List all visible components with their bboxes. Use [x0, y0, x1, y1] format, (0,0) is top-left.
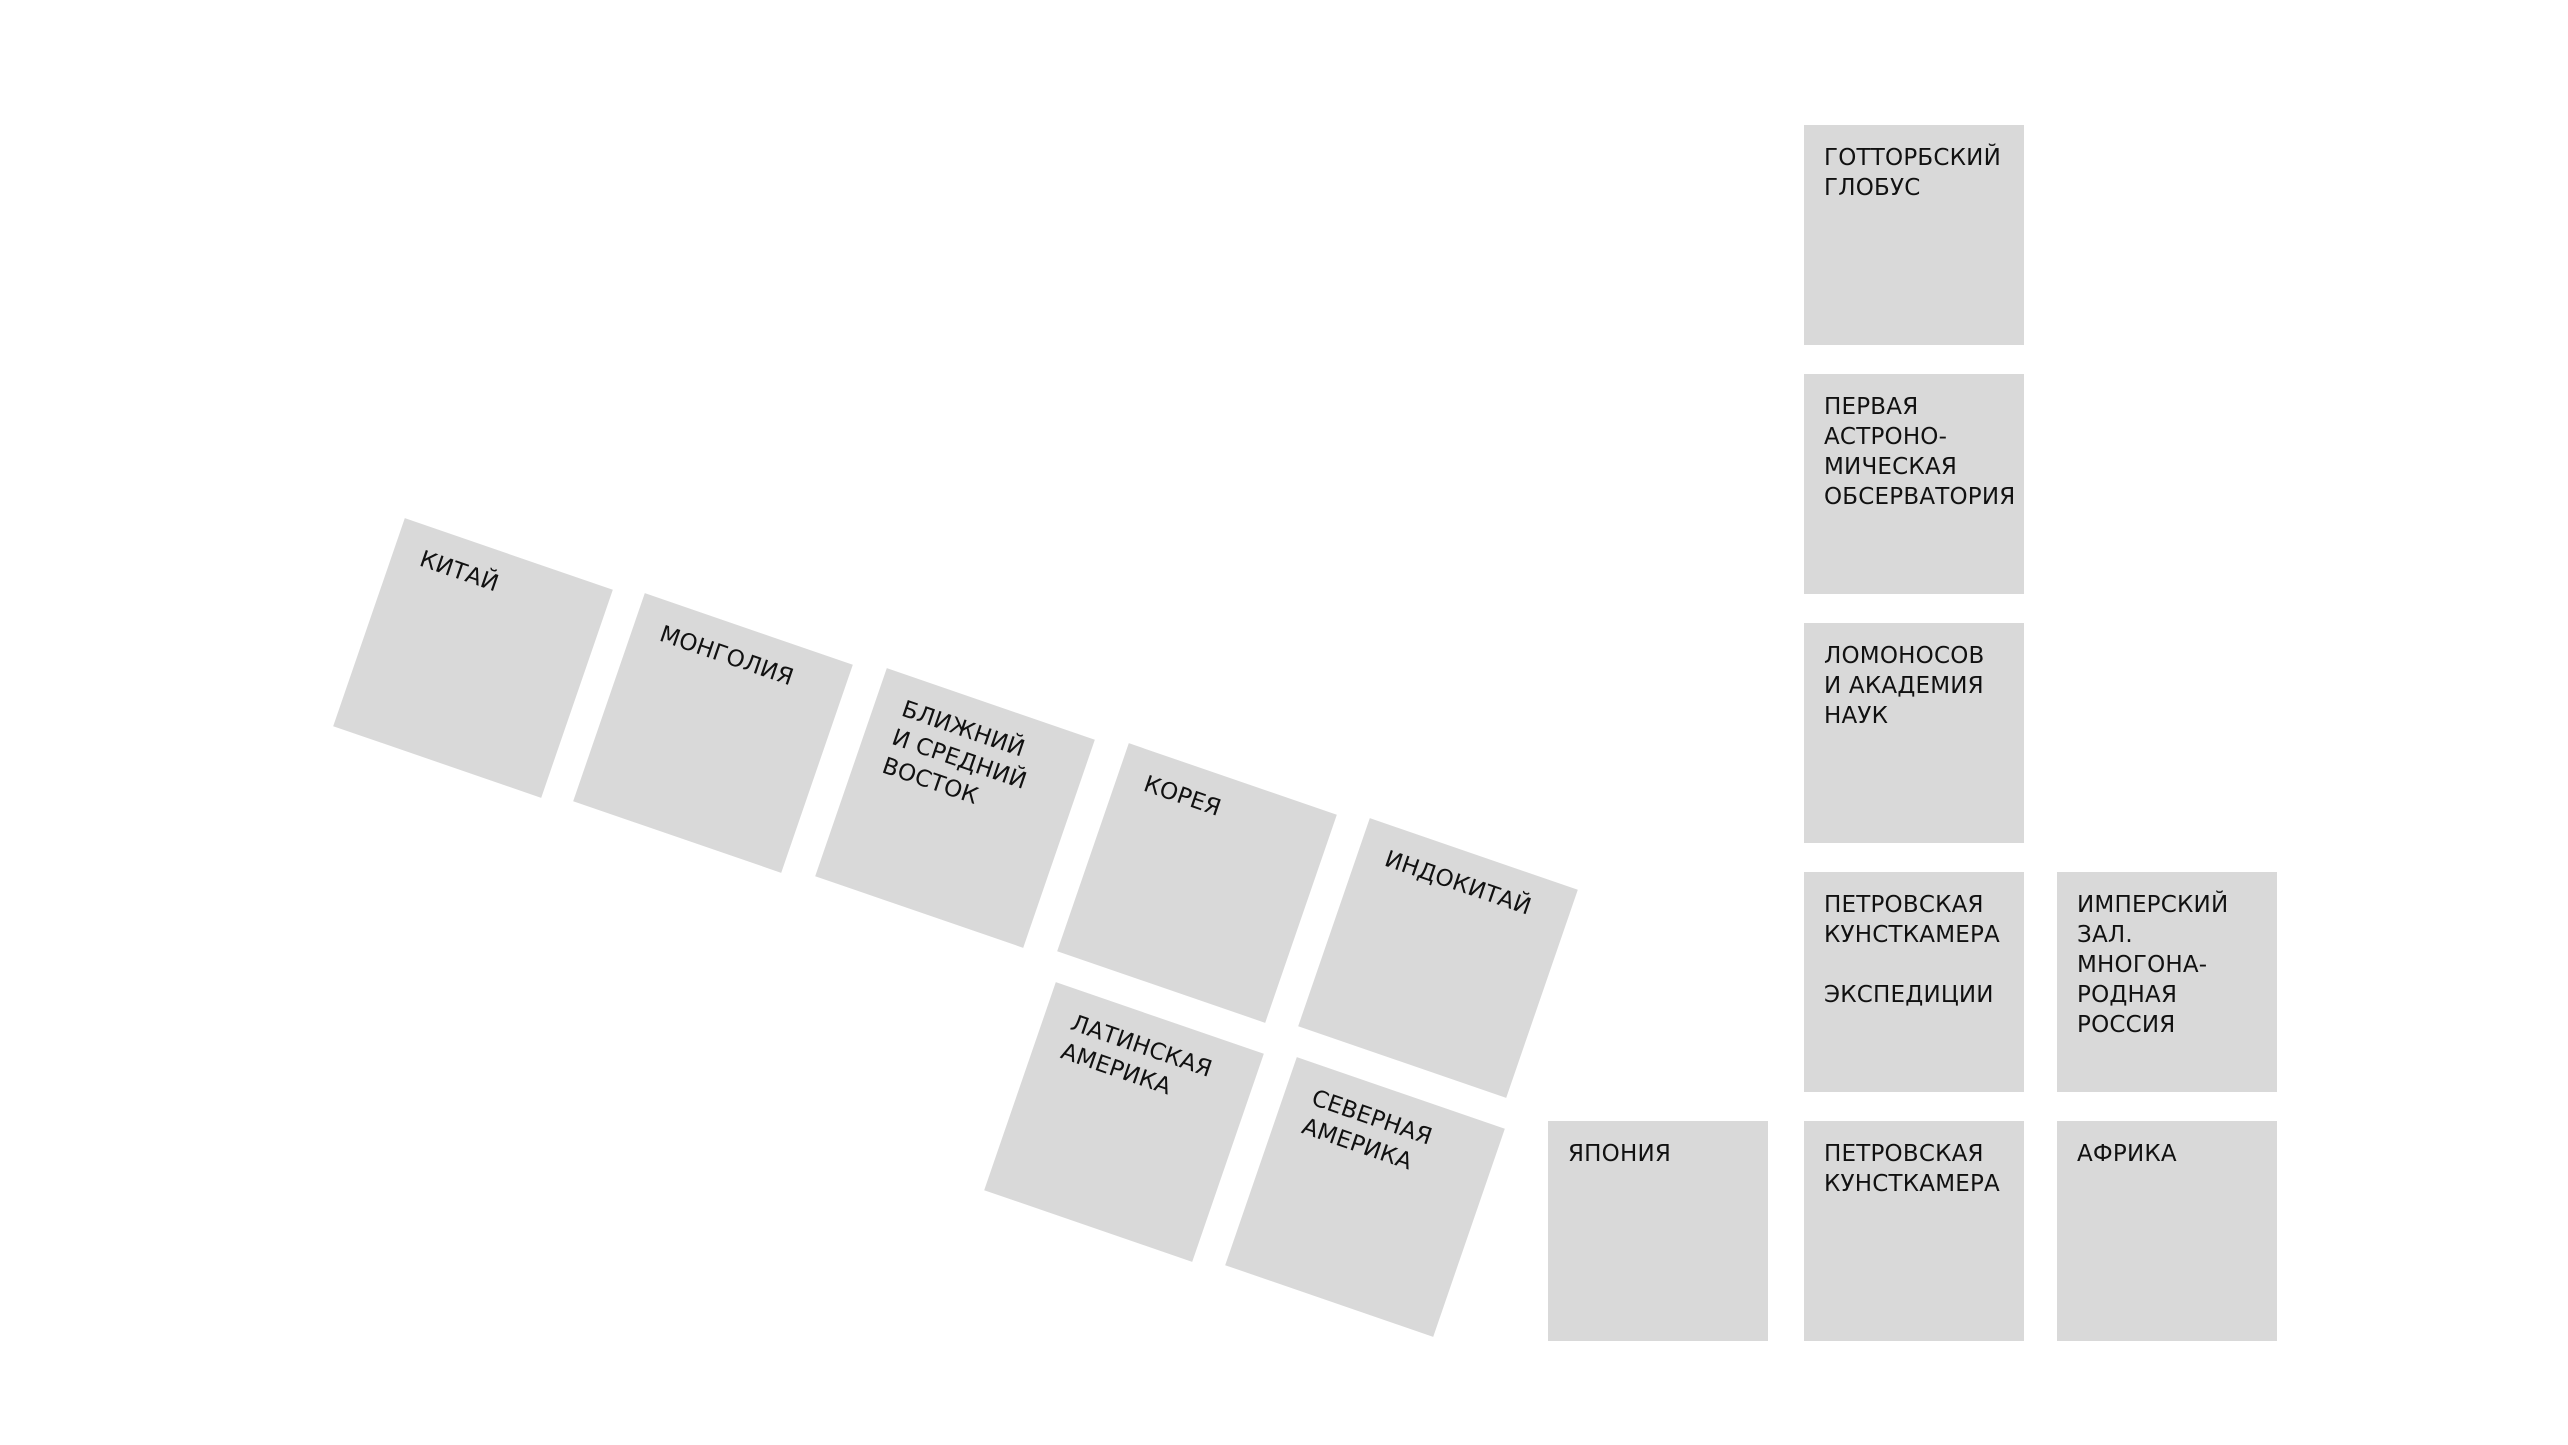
room-gottorp-globe-label: ГОТТОРБСКИЙ ГЛОБУС: [1824, 145, 2001, 201]
room-kunstkamera-expeditions[interactable]: ПЕТРОВСКАЯ КУНСТКАМЕРА ЭКСПЕДИЦИИ: [1804, 872, 2024, 1092]
room-africa-label: АФРИКА: [2077, 1141, 2177, 1167]
room-lomonosov[interactable]: ЛОМОНОСОВ И АКАДЕМИЯ НАУК: [1804, 623, 2024, 843]
room-first-observatory[interactable]: ПЕРВАЯ АСТРОНО- МИЧЕСКАЯ ОБСЕРВАТОРИЯ: [1804, 374, 2024, 594]
room-north-america[interactable]: СЕВЕРНАЯ АМЕРИКА: [1225, 1057, 1505, 1337]
room-first-observatory-label: ПЕРВАЯ АСТРОНО- МИЧЕСКАЯ ОБСЕРВАТОРИЯ: [1824, 394, 2016, 510]
room-japan[interactable]: ЯПОНИЯ: [1548, 1121, 1768, 1341]
room-lomonosov-label: ЛОМОНОСОВ И АКАДЕМИЯ НАУК: [1824, 643, 1985, 729]
room-kunstkamera[interactable]: ПЕТРОВСКАЯ КУНСТКАМЕРА: [1804, 1121, 2024, 1341]
room-north-america-label: СЕВЕРНАЯ АМЕРИКА: [1298, 1085, 1436, 1176]
room-indochina[interactable]: ИНДОКИТАЙ: [1298, 818, 1578, 1098]
room-imperial-hall-label: ИМПЕРСКИЙ ЗАЛ. МНОГОНА- РОДНАЯ РОССИЯ: [2077, 892, 2229, 1038]
room-latin-america-label: ЛАТИНСКАЯ АМЕРИКА: [1057, 1010, 1216, 1101]
room-korea-label: КОРЕЯ: [1140, 771, 1225, 822]
room-korea[interactable]: КОРЕЯ: [1057, 743, 1337, 1023]
room-near-middle-east-label: БЛИЖНИЙ И СРЕДНИЙ ВОСТОК: [878, 696, 1030, 810]
room-china-label: КИТАЙ: [416, 546, 502, 598]
room-japan-label: ЯПОНИЯ: [1568, 1141, 1672, 1167]
room-china[interactable]: КИТАЙ: [333, 518, 613, 798]
room-mongolia[interactable]: МОНГОЛИЯ: [573, 593, 853, 873]
room-indochina-label: ИНДОКИТАЙ: [1381, 846, 1535, 921]
room-latin-america[interactable]: ЛАТИНСКАЯ АМЕРИКА: [984, 982, 1264, 1262]
room-mongolia-label: МОНГОЛИЯ: [656, 621, 797, 692]
room-kunstkamera-label: ПЕТРОВСКАЯ КУНСТКАМЕРА: [1824, 1141, 2000, 1197]
room-gottorp-globe[interactable]: ГОТТОРБСКИЙ ГЛОБУС: [1804, 125, 2024, 345]
room-africa[interactable]: АФРИКА: [2057, 1121, 2277, 1341]
room-imperial-hall[interactable]: ИМПЕРСКИЙ ЗАЛ. МНОГОНА- РОДНАЯ РОССИЯ: [2057, 872, 2277, 1092]
room-near-middle-east[interactable]: БЛИЖНИЙ И СРЕДНИЙ ВОСТОК: [815, 668, 1095, 948]
room-kunstkamera-expeditions-label: ПЕТРОВСКАЯ КУНСТКАМЕРА ЭКСПЕДИЦИИ: [1824, 892, 2000, 1008]
